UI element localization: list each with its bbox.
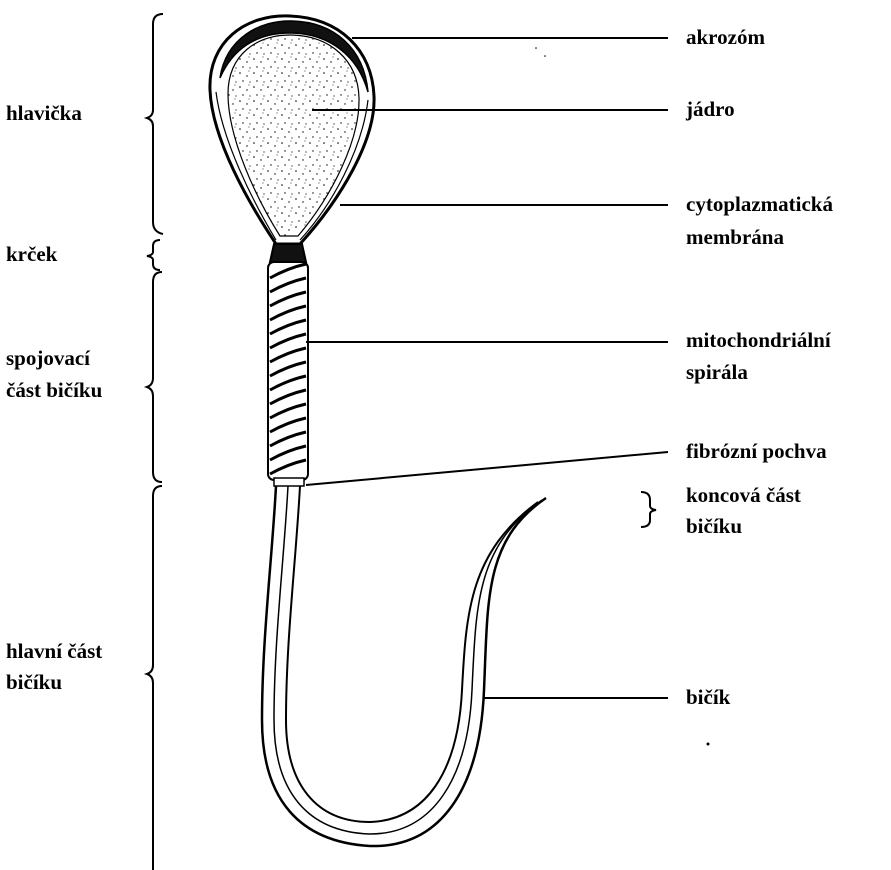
sperm-neck — [270, 244, 306, 262]
label-end-piece-2: bičíku — [686, 513, 742, 540]
label-main-piece-1: hlavní část — [6, 638, 102, 665]
label-acrosome: akrozóm — [686, 24, 765, 51]
bracket-main-piece — [147, 486, 162, 870]
label-mito-1: mitochondriální — [686, 327, 831, 354]
label-mito-2: spirála — [686, 359, 748, 386]
label-flagellum: bičík — [686, 684, 730, 711]
bracket-neck — [147, 240, 160, 270]
nucleus — [228, 35, 359, 236]
label-middle-piece-1: spojovací — [6, 345, 90, 372]
pointer-fibrous-sheath — [306, 452, 668, 485]
label-fibrous-sheath: fibrózní pochva — [686, 438, 827, 465]
label-neck: krček — [6, 241, 57, 268]
label-middle-piece-2: část bičíku — [6, 377, 102, 404]
label-membrane-1: cytoplazmatická — [686, 191, 833, 218]
label-end-piece-1: koncová část — [686, 482, 801, 509]
sperm-head — [210, 16, 374, 244]
middle-piece — [268, 262, 308, 486]
bracket-head — [147, 14, 163, 234]
flagellum-tail — [262, 486, 546, 846]
label-nucleus: jádro — [686, 96, 735, 123]
label-head: hlavička — [6, 100, 82, 127]
speck-marks — [535, 47, 709, 745]
bracket-middle-piece — [147, 272, 162, 482]
label-main-piece-2: bičíku — [6, 669, 62, 696]
label-membrane-2: membrána — [686, 224, 784, 251]
bracket-end-piece — [641, 492, 656, 527]
